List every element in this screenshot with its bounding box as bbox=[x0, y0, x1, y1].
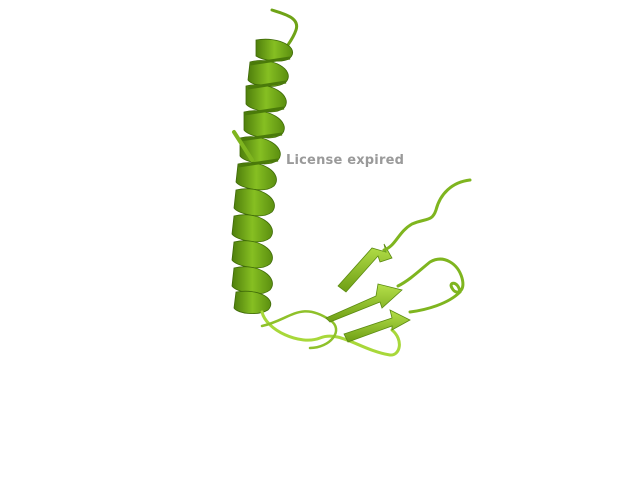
loop-connector-2 bbox=[260, 310, 338, 350]
beta-strand-1 bbox=[337, 243, 393, 293]
alpha-helix bbox=[231, 38, 293, 314]
beta-strand-2 bbox=[325, 283, 403, 323]
beta-strand-3 bbox=[343, 309, 411, 343]
license-watermark: License expired bbox=[286, 153, 405, 168]
side-chain-stub bbox=[232, 130, 254, 162]
helix-backbone bbox=[237, 56, 291, 168]
hairpin-loop bbox=[396, 257, 465, 314]
beta-sheet bbox=[325, 243, 411, 343]
c-terminal-tail bbox=[382, 178, 472, 252]
